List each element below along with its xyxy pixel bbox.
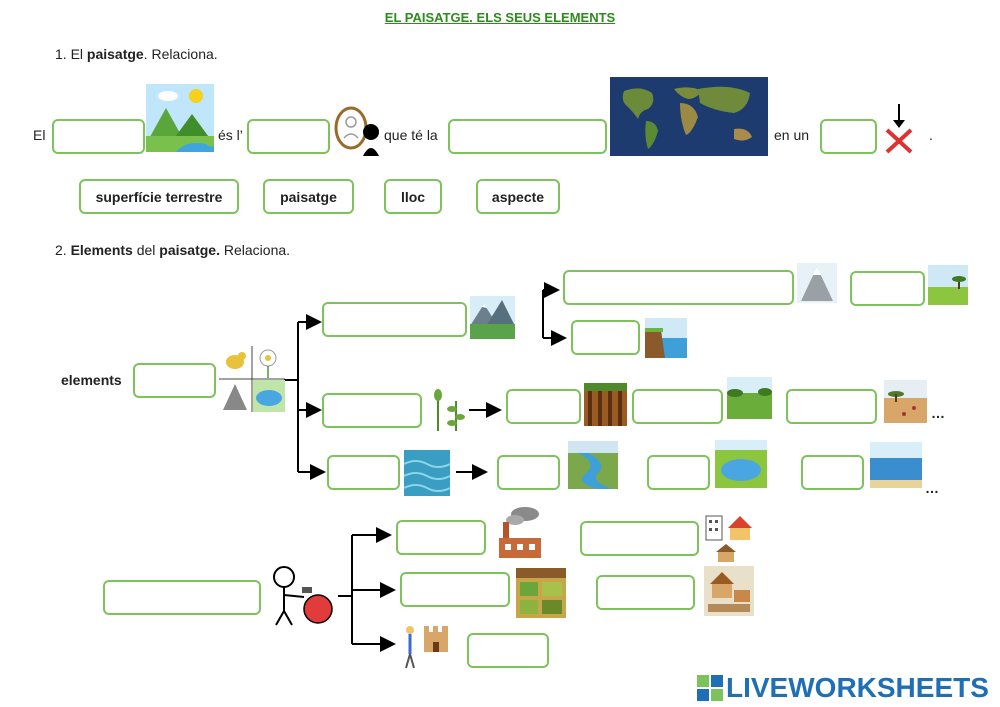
question-1-heading: 1. El paisatge. Relaciona.	[55, 46, 218, 62]
cliff-sea-icon	[645, 318, 687, 358]
answer-box-savanna[interactable]	[786, 389, 877, 424]
answer-box-relief[interactable]	[322, 302, 467, 337]
word-chip-aspecte[interactable]: aspecte	[476, 179, 560, 214]
location-x-icon	[885, 104, 913, 154]
answer-box-industry[interactable]	[396, 520, 486, 555]
mountains-icon	[470, 296, 515, 339]
word-chip-paisatge[interactable]: paisatge	[263, 179, 354, 214]
lake-icon	[715, 440, 767, 488]
answer-box-3[interactable]	[448, 119, 607, 154]
savanna-icon	[884, 380, 927, 423]
liveworksheets-wordmark: LIVEWORKSHEETS	[726, 672, 989, 703]
answer-box-river[interactable]	[497, 455, 560, 490]
answer-box-tourism[interactable]	[467, 633, 549, 668]
answer-box-cliff[interactable]	[571, 320, 640, 355]
answer-box-lake[interactable]	[647, 455, 710, 490]
sentence-word-es: és l’	[218, 127, 243, 143]
question-text: Relaciona.	[220, 242, 291, 258]
mountain-peak-icon	[797, 263, 837, 303]
water-icon	[404, 450, 450, 496]
forest-icon	[584, 383, 627, 426]
question-text: del	[132, 242, 160, 258]
buildings-icon	[705, 515, 752, 562]
answer-box-forest[interactable]	[506, 389, 581, 424]
page-title: EL PAISATGE. ELS SEUS ELEMENTS	[384, 10, 616, 25]
answer-box-village[interactable]	[596, 575, 695, 610]
answer-box-agriculture[interactable]	[400, 572, 510, 607]
answer-box-2[interactable]	[247, 119, 330, 154]
worker-hammer-icon	[273, 566, 333, 626]
sentence-period: .	[929, 127, 933, 143]
plain-icon	[928, 265, 968, 305]
answer-box-water[interactable]	[327, 455, 400, 490]
sentence-word-en: en un	[774, 127, 810, 143]
answer-box-4[interactable]	[820, 119, 877, 154]
ellipsis-water: …	[925, 480, 939, 496]
village-icon	[704, 566, 754, 616]
elements-label: elements	[61, 372, 122, 388]
answer-box-human[interactable]	[103, 580, 261, 615]
answer-box-sea[interactable]	[801, 455, 864, 490]
question-text: . Relaciona.	[143, 46, 218, 62]
word-chip-lloc[interactable]: lloc	[384, 179, 442, 214]
question-keyword: paisatge.	[159, 242, 220, 258]
question-number: 1.	[55, 46, 67, 62]
mirror-person-icon	[334, 106, 379, 156]
answer-box-1[interactable]	[52, 119, 145, 154]
answer-box-meadow[interactable]	[632, 389, 723, 424]
question-keyword: Elements	[70, 242, 133, 258]
farmland-icon	[516, 568, 566, 618]
ellipsis-vegetation: …	[931, 405, 945, 421]
question-number: 2.	[55, 242, 67, 258]
tourism-castle-icon	[405, 626, 448, 669]
sentence-word-que: que té la	[384, 127, 438, 143]
answer-box-vegetation[interactable]	[322, 393, 422, 428]
question-2-heading: 2. Elements del paisatge. Relaciona.	[55, 242, 290, 258]
answer-box-town[interactable]	[580, 521, 699, 556]
liveworksheets-logo-icon	[697, 675, 723, 701]
answer-box-mountain[interactable]	[563, 270, 794, 305]
elements-composite-icon	[219, 346, 285, 412]
word-chip-superficie[interactable]: superfície terrestre	[79, 179, 239, 214]
plants-icon	[434, 389, 465, 431]
landscape-icon	[146, 84, 214, 152]
river-icon	[568, 441, 618, 489]
question-text: El	[70, 46, 87, 62]
world-map-icon	[610, 77, 768, 156]
factory-icon	[499, 507, 541, 558]
sentence-word-el: El	[33, 127, 46, 143]
answer-box-elements[interactable]	[133, 363, 216, 398]
liveworksheets-logo: LIVEWORKSHEETS	[697, 672, 989, 704]
sea-icon	[870, 442, 922, 488]
answer-box-plain[interactable]	[850, 271, 925, 306]
meadow-icon	[727, 377, 772, 419]
question-keyword: paisatge	[86, 46, 144, 62]
